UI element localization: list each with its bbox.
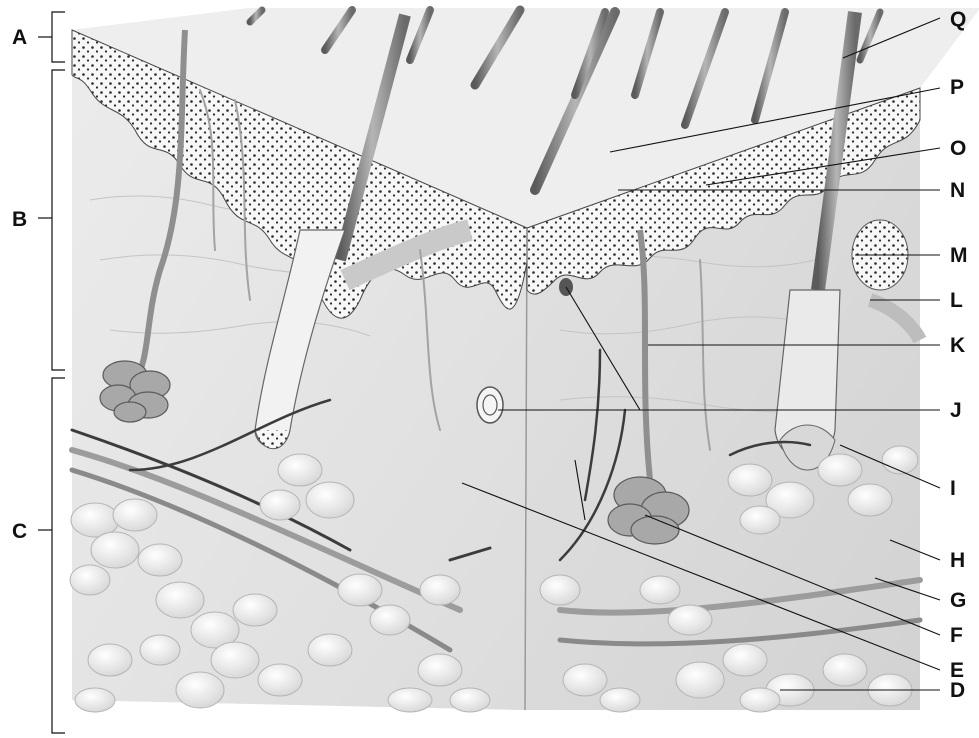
layer-label-c: C — [12, 520, 27, 543]
structure-label-group: Q P O N M L K J I H G F E D — [950, 8, 968, 702]
label-p: P — [950, 76, 964, 99]
label-h: H — [950, 549, 965, 572]
layer-brackets — [38, 12, 65, 733]
label-o: O — [950, 137, 966, 160]
label-k: K — [950, 334, 965, 357]
label-l: L — [950, 289, 963, 312]
label-g: G — [950, 589, 966, 612]
label-n: N — [950, 179, 965, 202]
label-m: M — [950, 244, 968, 267]
layer-label-group: A B C — [12, 26, 27, 543]
lamellar-corpuscle — [477, 387, 503, 423]
label-d: D — [950, 679, 965, 702]
label-f: F — [950, 624, 963, 647]
layer-label-a: A — [12, 26, 27, 49]
label-j: J — [950, 399, 962, 422]
label-q: Q — [950, 8, 966, 31]
layer-label-b: B — [12, 208, 27, 231]
label-i: I — [950, 477, 956, 500]
